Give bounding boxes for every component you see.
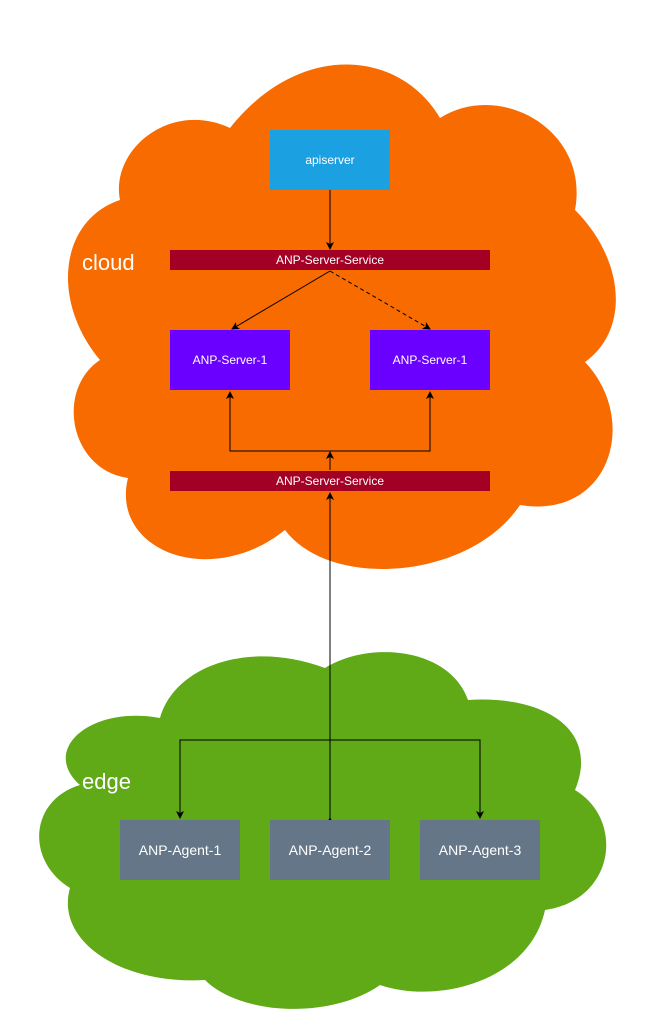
agent-1-box (120, 820, 240, 880)
apiserver-box (270, 130, 390, 190)
service-top-bar (170, 250, 490, 270)
server-left-node[interactable]: ANP-Server-1 (170, 330, 290, 390)
server-right-box (370, 330, 490, 390)
connections (176, 190, 484, 825)
agent-2-node[interactable]: ANP-Agent-2 (270, 820, 390, 880)
agent-2-label: ANP-Agent-2 (289, 842, 372, 858)
server-right-node[interactable]: ANP-Server-1 (370, 330, 490, 390)
edge-service-to-server-right-dashed (329, 270, 431, 330)
cloud-label: cloud (82, 250, 135, 275)
cloud-region-shape (67, 64, 616, 569)
agent-1-label: ANP-Agent-1 (139, 842, 222, 858)
server-left-label: ANP-Server-1 (193, 353, 268, 367)
agent-3-label: ANP-Agent-3 (439, 842, 522, 858)
edge-bus-to-server-right (330, 391, 434, 452)
service-top-node[interactable]: ANP-Server-Service (170, 250, 490, 270)
edge-bus-to-agent-1 (176, 739, 330, 819)
edge-bus-to-server-left (226, 391, 330, 452)
agent-3-node[interactable]: ANP-Agent-3 (420, 820, 540, 880)
agent-1-node[interactable]: ANP-Agent-1 (120, 820, 240, 880)
edge-bus-to-agent-3 (330, 739, 484, 819)
agent-3-box (420, 820, 540, 880)
service-bottom-bar (170, 471, 490, 491)
service-top-label: ANP-Server-Service (276, 253, 384, 267)
server-left-box (170, 330, 290, 390)
apiserver-node[interactable]: apiserver (270, 130, 390, 190)
apiserver-label: apiserver (305, 153, 354, 167)
server-right-label: ANP-Server-1 (393, 353, 468, 367)
agent-2-box (270, 820, 390, 880)
service-bottom-node[interactable]: ANP-Server-Service (170, 471, 490, 491)
edge-service-to-server-left (231, 270, 331, 330)
service-bottom-label: ANP-Server-Service (276, 474, 384, 488)
edge-label: edge (82, 769, 131, 794)
